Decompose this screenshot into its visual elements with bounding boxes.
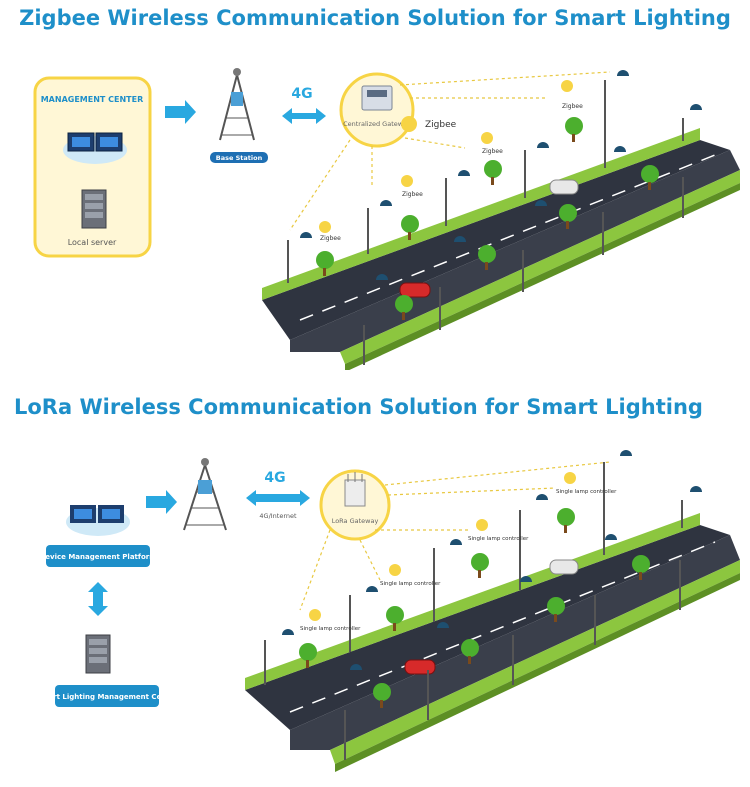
zigbee-signal-icon [401,116,417,132]
gateway-label: Centralized Gateway [343,120,411,128]
device-platform-icon [66,505,130,536]
lora-links [299,461,611,611]
arrow-right-icon [146,490,177,514]
management-center-panel: MANAGEMENT CENTER Local server [33,76,152,258]
local-server-label: Local server [68,238,117,247]
lamp-icons [300,70,702,280]
centralized-gateway: Centralized Gateway [339,72,415,148]
lora-section-title: LoRa Wireless Communication Solution for… [14,395,703,419]
zigbee-nodes: Zigbee Zigbee Zigbee Zigbee [319,80,583,242]
base-station-label: Base Station [216,154,263,162]
server-rack-icon [81,189,107,229]
node-label: Single lamp controller [380,581,441,587]
lora-diagram: Device Management Platform Smart Lightin… [36,450,740,772]
gateway-protocol-label: Zigbee [425,120,457,130]
street-illustration [262,128,740,370]
management-center-badge [55,685,159,707]
zigbee-links [289,71,611,231]
double-arrow-icon [246,490,310,506]
link-label: 4G/Internet [259,512,297,520]
lora-nodes: Single lamp controller Single lamp contr… [300,472,617,632]
node-label: Single lamp controller [468,536,529,542]
vertical-double-arrow-icon [88,582,108,616]
street-illustration [245,513,740,772]
management-center-label: Smart Lighting Management Center [36,693,178,701]
street-lamps [287,80,684,365]
base-station-badge [210,152,268,163]
car-icon [549,559,579,575]
node-label: Zigbee [562,103,583,110]
device-platform-badge [46,545,150,567]
node-label: Zigbee [402,191,423,198]
car-icon [404,659,436,675]
lamp-icons [282,450,702,670]
street-lamps [264,462,683,760]
management-center-label: MANAGEMENT CENTER [41,95,144,104]
network-badge: 4G [291,86,312,102]
arrow-right-icon [165,100,196,124]
server-rack-icon [85,634,111,674]
lora-gateway: LoRa Gateway [319,469,391,541]
double-arrow-icon [282,108,326,124]
car-icon [549,179,579,195]
monitor-icon [63,132,127,164]
car-icon [399,282,431,298]
node-label: Single lamp controller [556,489,617,495]
gateway-label: LoRa Gateway [332,517,379,525]
gateway-device-icon [344,479,366,507]
base-station-tower-icon [219,68,255,141]
zigbee-section-title: Zigbee Wireless Communication Solution f… [19,6,731,30]
zigbee-diagram: MANAGEMENT CENTER Local server Base Stat… [33,68,740,370]
tree-icons [316,117,659,320]
base-station-tower-icon [183,458,227,531]
tree-icons [299,508,650,708]
network-badge: 4G [264,470,285,486]
node-label: Zigbee [482,148,503,155]
device-platform-label: Device Management Platform [39,553,156,561]
gateway-device-icon [361,85,393,111]
node-label: Single lamp controller [300,626,361,632]
node-label: Zigbee [320,235,341,242]
